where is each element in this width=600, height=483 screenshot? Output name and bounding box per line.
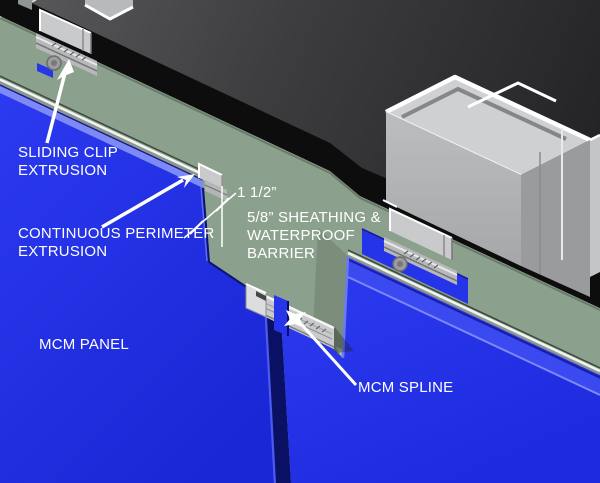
- clip-serrations-right: [403, 250, 439, 269]
- clip-backplate: [40, 10, 91, 54]
- annotation-arrows: [45, 59, 358, 387]
- arrowhead: [57, 59, 74, 80]
- label-line: SLIDING CLIP: [18, 144, 118, 161]
- arrow-mcm-spline: [284, 310, 358, 387]
- stud-right-flange: [590, 135, 600, 277]
- arrow-perimeter-extrusion: [101, 174, 195, 229]
- label-line: EXTRUSION: [18, 162, 108, 179]
- panel-left-edge-highlight: [341, 255, 350, 359]
- sliding-clip-assembly-left: [35, 8, 98, 78]
- label-mcm-spline: MCM SPLINE: [358, 379, 454, 396]
- label-dimension-value: 1 1/2”: [237, 184, 277, 201]
- stud-fragment-left: [18, 0, 32, 10]
- stud-corner-top-left: [84, 0, 134, 21]
- clip-panel-rail-bit: [37, 63, 53, 78]
- mcm-panel-right-face: [280, 256, 600, 483]
- label-sheathing: 5/8” SHEATHING & WATERPROOF BARRIER: [247, 209, 381, 263]
- dimension-tick: [189, 220, 204, 235]
- arrowhead-star: [284, 310, 306, 328]
- spline-tongue: [274, 295, 288, 336]
- mcm-panel-right: [280, 228, 600, 483]
- panel-joint-edge-highlight: [263, 298, 277, 483]
- label-continuous-perimeter: CONTINUOUS PERIMETER EXTRUSION: [18, 225, 215, 261]
- label-sliding-clip: SLIDING CLIP EXTRUSION: [18, 144, 118, 180]
- panel-rail-highlight: [0, 78, 204, 176]
- panel-top-bright-band: [348, 261, 600, 395]
- framing-studs: [18, 0, 600, 297]
- arrow-sliding-clip: [45, 59, 74, 144]
- arrowhead: [177, 174, 195, 188]
- panel-notch-edge: [202, 187, 210, 263]
- label-line: BARRIER: [247, 245, 316, 262]
- label-line: WATERPROOF: [247, 227, 355, 244]
- panel-reveal-dimension: [183, 186, 237, 247]
- stud-channel-main: [382, 74, 600, 297]
- label-line: 5/8” SHEATHING &: [247, 209, 381, 226]
- mcm-panel-left: [0, 75, 277, 483]
- clip-serrations: [51, 42, 87, 61]
- mcm-panel-left-face: [0, 93, 275, 483]
- stud-right-face: [521, 140, 590, 297]
- spline-slot: [256, 291, 266, 301]
- stud-front-face: [386, 112, 521, 266]
- dimension-tick: [215, 197, 230, 212]
- panel-bevel-line-right: [347, 276, 600, 396]
- label-mcm-panel: MCM PANEL: [39, 336, 129, 353]
- clip-backplate-right: [390, 209, 452, 260]
- panel-joint-gap: [266, 299, 291, 483]
- panel-rail-highlight-right: [347, 251, 600, 373]
- label-line: CONTINUOUS PERIMETER: [18, 225, 215, 242]
- panel-top-bevel: [0, 86, 203, 188]
- label-line: EXTRUSION: [18, 243, 108, 260]
- sliding-clip-assembly-right: [383, 207, 458, 285]
